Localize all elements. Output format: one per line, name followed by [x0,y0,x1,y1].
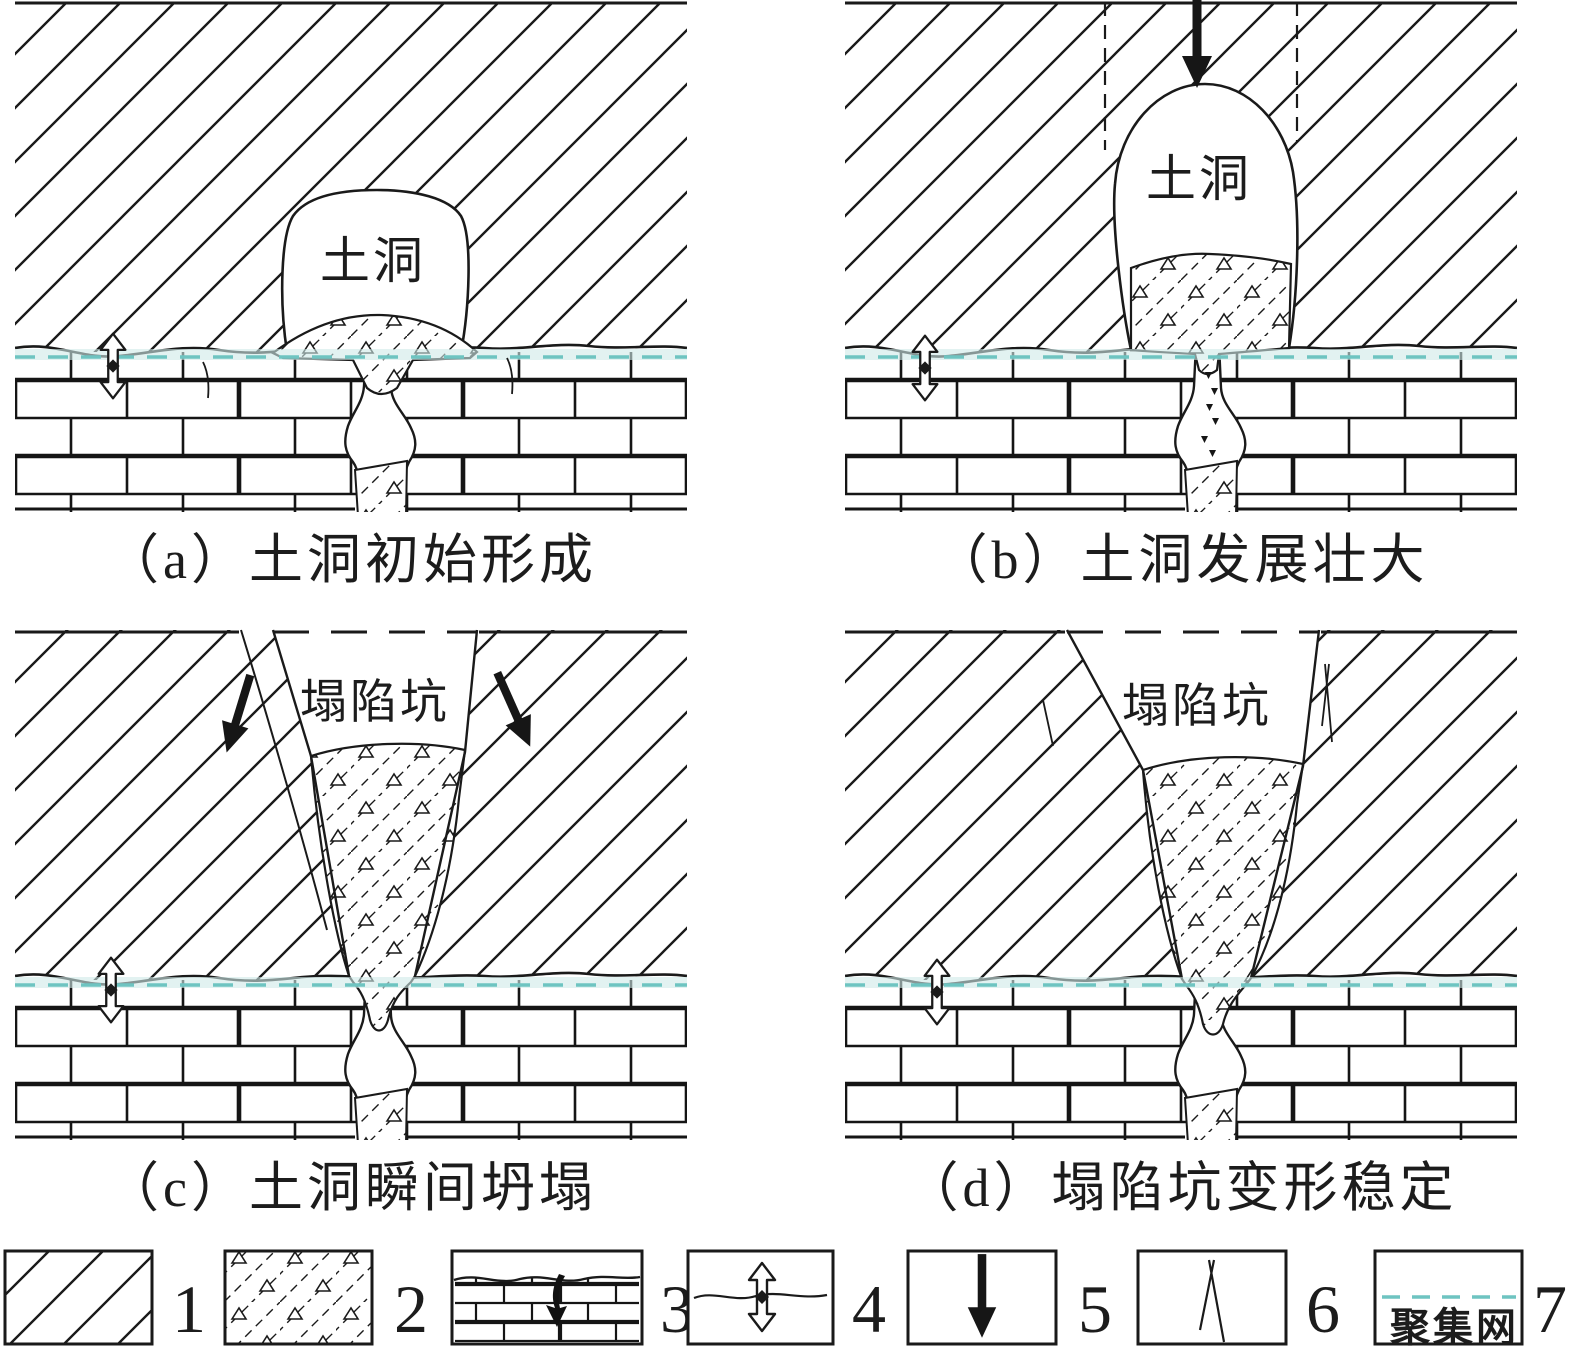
panel-c: 塌陷坑 [15,629,687,1140]
water-glow-band [15,977,687,988]
caption-b: （b）土洞发展壮大 [933,530,1429,590]
legend-box-5: 5 [906,1249,1112,1347]
panel-a: 土洞 [15,1,687,512]
legend-box-7: 聚集网 7 [1373,1249,1567,1348]
bedrock [845,342,1517,512]
soil-hatch-swatch [3,1249,154,1346]
panel-d: 塌陷坑 [845,629,1517,1140]
rock-crack-line [202,357,514,399]
legend-number-4: 4 [852,1271,886,1347]
collapse-debris-swatch [223,1249,374,1346]
caption-c: （c）土洞瞬间坍塌 [105,1158,597,1218]
water-glow-band [845,349,1517,360]
cave-growth-guide-dashes [1103,2,1299,150]
falling-debris-particles [1201,372,1219,457]
legend-box-6: 6 [1136,1249,1340,1347]
rockhead-mask [454,1254,640,1282]
pit-wall-lines [1065,629,1321,980]
caption-a: （a）土洞初始形成 [105,530,597,590]
pit-label: 塌陷坑 [300,677,450,729]
legend-box-2: 2 [223,1249,428,1347]
rockhead-line [453,1275,641,1283]
legend-box-3: 3 [450,1249,694,1347]
limestone-swatch [455,1274,639,1342]
watermark: 聚集网 [1389,1306,1519,1348]
legend-number-7: 7 [1533,1271,1567,1347]
panel-b: 土洞 [845,0,1517,512]
collapse-pit-void [273,630,477,756]
bedrock [845,970,1517,1140]
seepage-arrow-icon [546,1274,567,1327]
legend-row: 1 2 3 4 5 6 [3,1249,1567,1348]
cave-label: 土洞 [320,233,426,289]
cave-label: 土洞 [1146,151,1252,207]
crack-icon [1198,1259,1226,1343]
debris-fill [309,742,467,1032]
legend-number-1: 1 [172,1271,206,1347]
caption-d: （d）塌陷坑变形稳定 [904,1158,1458,1218]
pit-label: 塌陷坑 [1122,681,1272,733]
collapse-pit-void [1067,630,1319,770]
water-glow-band [15,349,687,360]
legend-box-4: 4 [686,1249,886,1347]
legend-number-6: 6 [1306,1271,1340,1347]
legend-number-5: 5 [1078,1271,1112,1347]
soil-cave-shape [280,188,470,354]
legend-box-1: 1 [3,1249,206,1347]
water-glow-band [845,977,1517,988]
shear-crack-line [240,629,328,931]
debris-fill [1141,756,1305,1036]
pit-wall-lines [271,629,479,977]
soil-layer [15,2,687,357]
residual-crack-lines [1042,663,1333,747]
legend-number-2: 2 [394,1271,428,1347]
